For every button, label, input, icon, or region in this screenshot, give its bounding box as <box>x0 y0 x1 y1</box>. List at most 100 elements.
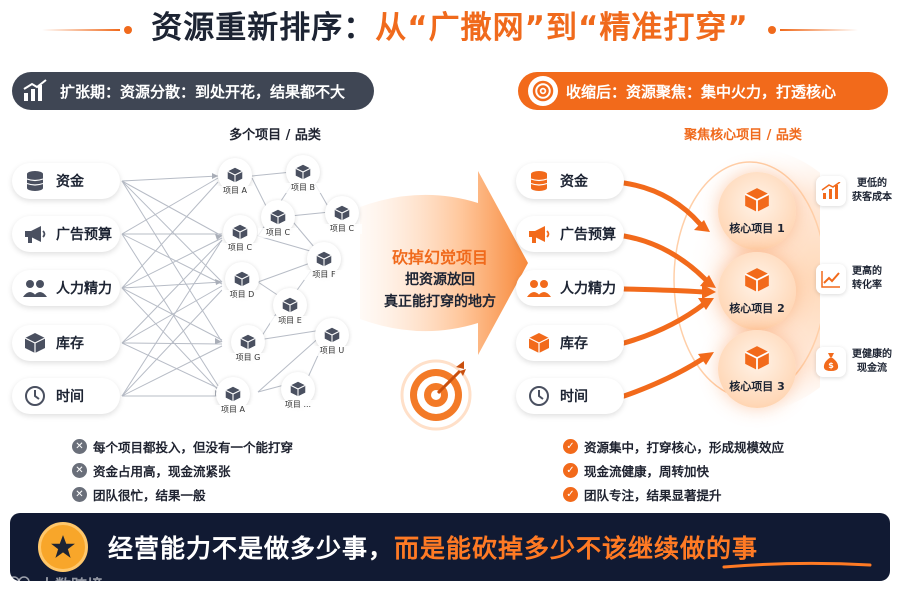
core-project-label: 核心项目 3 <box>729 379 785 393</box>
box-icon <box>744 187 770 217</box>
outcome-lower-cac: 更低的获客成本 <box>816 176 892 206</box>
middle-headline: 砍掉幻觉项目 <box>391 248 488 267</box>
page-title: 资源重新排序：从“广撒网”到“精准打穿” <box>151 6 749 50</box>
resource-pill-inventory-right: 库存 <box>516 325 624 361</box>
box-icon <box>524 328 554 358</box>
contraction-phase-label: 收缩后：资源聚焦：集中火力，打透核心 <box>566 82 837 101</box>
x-icon: ✕ <box>72 486 87 502</box>
outcome-higher-conversion: 更高的转化率 <box>816 264 882 294</box>
bullet-text: 现金流健康，周转加快 <box>584 463 710 479</box>
people-icon <box>20 273 50 303</box>
box-icon <box>744 345 770 375</box>
project-node: 项目 C <box>220 215 260 253</box>
resource-pill-manpower-left: 人力精力 <box>12 270 120 306</box>
resource-label: 广告预算 <box>56 227 112 243</box>
coins-icon <box>20 166 50 196</box>
list-item: ✕ 团队很忙，结果一般 <box>72 482 293 506</box>
title-decoration-right <box>780 29 858 31</box>
resource-pill-funds-right: 资金 <box>516 163 624 199</box>
core-project-label: 核心项目 2 <box>729 301 785 315</box>
project-label: 项目 U <box>312 346 352 356</box>
conclusion-banner: 经营能力不是做多少事，而是能砍掉多少不该继续做的事 <box>10 513 890 581</box>
project-label: 项目 C <box>258 228 298 238</box>
resource-label: 资金 <box>560 174 588 190</box>
title-row: 资源重新排序：从“广撒网”到“精准打穿” <box>0 6 900 50</box>
resource-label: 资金 <box>56 174 84 190</box>
resource-label: 人力精力 <box>56 281 112 297</box>
check-icon: ✓ <box>563 486 578 502</box>
resource-pill-manpower-right: 人力精力 <box>516 270 624 306</box>
list-item: ✕ 资金占用高，现金流紧张 <box>72 458 293 482</box>
list-item: ✓ 资源集中，打穿核心，形成规模效应 <box>563 434 784 458</box>
resource-label: 人力精力 <box>560 281 616 297</box>
title-decoration-dot-left <box>124 26 132 34</box>
right-projects-heading: 聚焦核心项目 / 品类 <box>684 128 802 143</box>
bullet-text: 资源集中，打穿核心，形成规模效应 <box>584 439 785 455</box>
project-label: 项目 C <box>322 224 362 234</box>
trend-line-icon <box>816 264 846 294</box>
project-label: 项目 ... <box>278 400 318 410</box>
core-project-node: 核心项目 3 <box>718 330 796 408</box>
people-icon <box>524 273 554 303</box>
bullet-text: 团队很忙，结果一般 <box>93 487 206 503</box>
coins-icon <box>524 166 554 196</box>
resource-pill-inventory-left: 库存 <box>12 325 120 361</box>
target-bullseye-icon <box>398 355 474 431</box>
middle-callout: 砍掉幻觉项目 把资源放回 真正能打穿的地方 <box>370 247 510 313</box>
megaphone-icon <box>20 219 50 249</box>
list-item: ✕每个项目都投入，但没有一个能打穿 <box>72 434 293 458</box>
project-node: 项目 C <box>258 200 298 238</box>
bullet-text: 团队专注，结果显著提升 <box>584 487 722 503</box>
project-node: 项目 U <box>312 318 352 356</box>
brush-underline <box>722 561 872 569</box>
outcome-line-1: 更低的 <box>857 178 887 189</box>
title-decoration-left <box>42 29 120 31</box>
core-project-label: 核心项目 1 <box>729 221 785 235</box>
right-bullet-list: ✓ 资源集中，打穿核心，形成规模效应 ✓ 现金流健康，周转加快 ✓ 团队专注，结果显著… <box>563 434 784 506</box>
logo-icon <box>8 574 34 594</box>
project-label: 项目 E <box>270 316 310 326</box>
left-bullet-list: ✕每个项目都投入，但没有一个能打穿 ✕ 资金占用高，现金流紧张 ✕ 团队很忙，结果一… <box>72 434 293 506</box>
resource-pill-ad-budget-right: 广告预算 <box>516 216 624 252</box>
project-node: 项目 ... <box>278 372 318 410</box>
box-icon <box>744 267 770 297</box>
target-icon <box>528 76 558 106</box>
megaphone-icon <box>524 219 554 249</box>
project-node: 项目 G <box>228 325 268 363</box>
resource-label: 时间 <box>560 389 588 405</box>
resource-pill-ad-budget-left: 广告预算 <box>12 216 120 252</box>
middle-line-2: 真正能打穿的地方 <box>384 294 496 310</box>
project-node: 项目 E <box>270 288 310 326</box>
project-label: 项目 A <box>215 186 255 196</box>
project-node: 项目 C <box>322 196 362 234</box>
title-part-orange: 从“广撒网”到“精准打穿” <box>375 10 749 46</box>
project-node: 项目 B <box>283 155 323 193</box>
x-icon: ✕ <box>72 462 87 478</box>
resource-pill-time-right: 时间 <box>516 378 624 414</box>
outcome-line-1: 更高的 <box>852 266 882 277</box>
star-icon <box>38 522 88 572</box>
list-item: ✓ 团队专注，结果显著提升 <box>563 482 784 506</box>
project-label: 项目 A <box>213 405 253 415</box>
expansion-phase-label: 扩张期：资源分散：到处开花，结果都不大 <box>60 82 346 101</box>
x-icon: ✕ <box>72 438 87 454</box>
check-icon: ✓ <box>563 438 578 454</box>
contraction-phase-pill: 收缩后：资源聚焦：集中火力，打透核心 <box>518 72 888 110</box>
check-icon: ✓ <box>563 462 578 478</box>
project-label: 项目 C <box>220 243 260 253</box>
resource-pill-funds-left: 资金 <box>12 163 120 199</box>
project-label: 项目 B <box>283 183 323 193</box>
project-label: 项目 F <box>304 270 344 280</box>
project-label: 项目 G <box>228 353 268 363</box>
core-project-node: 核心项目 1 <box>718 172 796 250</box>
resource-label: 库存 <box>560 336 588 352</box>
bullet-text: 资金占用高，现金流紧张 <box>93 463 231 479</box>
clock-icon <box>524 381 554 411</box>
list-item: ✓ 现金流健康，周转加快 <box>563 458 784 482</box>
conclusion-part-white: 经营能力不是做多少事， <box>108 534 395 563</box>
core-project-node: 核心项目 2 <box>718 252 796 330</box>
conclusion-text: 经营能力不是做多少事，而是能砍掉多少不该继续做的事 <box>108 529 758 565</box>
resource-label: 库存 <box>56 336 84 352</box>
